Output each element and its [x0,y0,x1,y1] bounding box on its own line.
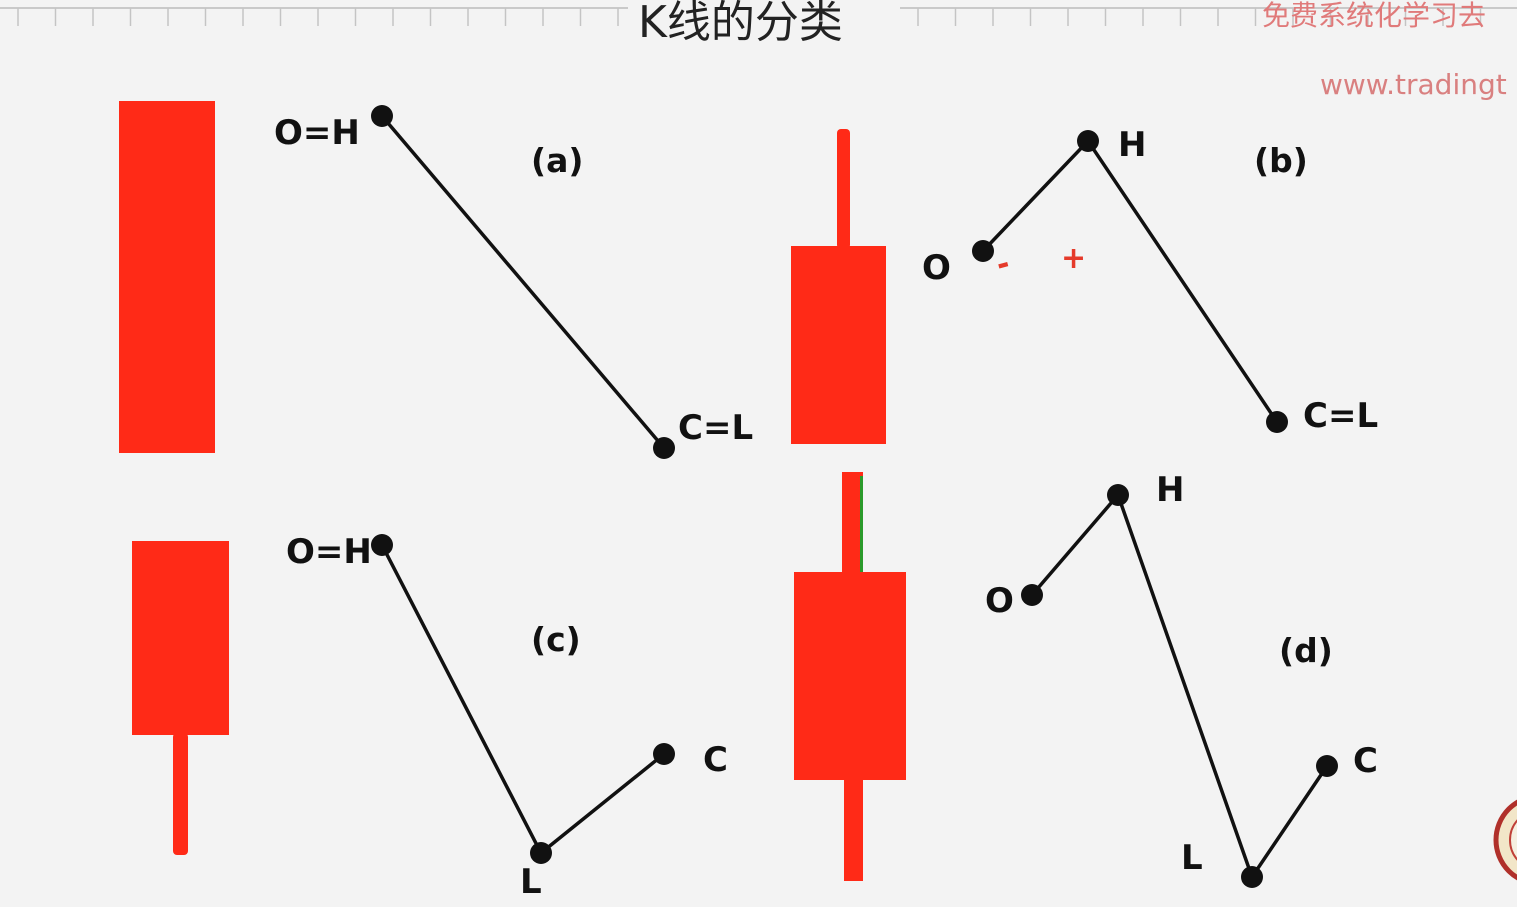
label-a-close-low: C=L [678,408,754,448]
candle-b-body [791,246,886,444]
label-b-high: H [1118,125,1147,165]
label-d-open: O [985,581,1014,621]
panel-label-d: (d) [1279,631,1333,670]
top-ruler [0,7,1517,26]
candle-b [791,129,886,444]
logo-partial [1493,799,1517,881]
point-d-l [1241,866,1263,888]
candle-d-body [794,572,906,780]
candle-a-body [119,101,215,453]
label-b-open: O [922,248,951,288]
label-a-open-high: O=H [274,113,360,153]
point-d-h [1107,484,1129,506]
point-b-h [1077,130,1099,152]
point-c-oh [371,534,393,556]
point-c-c [653,743,675,765]
candle-c-lower-wick [173,733,188,855]
path-b [972,130,1288,433]
path-c [371,534,675,864]
label-c-open-high: O=H [286,532,372,572]
point-d-c [1316,755,1338,777]
candle-c-body [132,541,229,735]
point-a-cl [653,437,675,459]
label-d-low: L [1181,838,1203,878]
point-b-cl [1266,411,1288,433]
page-title: K线的分类 [638,0,843,48]
label-d-high: H [1156,470,1185,510]
watermark-url: www.tradingt [1320,68,1507,101]
point-d-o [1021,584,1043,606]
panel-label-b: (b) [1254,141,1308,180]
annotation-plus: + [1061,241,1087,276]
candle-c [132,541,229,855]
point-c-l [530,842,552,864]
label-b-close-low: C=L [1303,396,1379,436]
panel-label-c: (c) [531,620,581,659]
point-a-oh [371,105,393,127]
path-a [371,105,675,459]
candle-d-lower-wick [844,778,863,881]
watermark-chinese: 免费系统化学习去 [1262,0,1487,32]
label-c-close: C [703,740,728,780]
path-d [1021,484,1338,888]
panel-label-a: (a) [531,141,584,180]
point-b-o [972,240,994,262]
candle-d [794,472,906,881]
candle-d-upper-wick [842,472,863,576]
label-c-low: L [520,862,542,902]
label-d-close: C [1353,741,1378,781]
candle-b-upper-wick [837,129,850,249]
